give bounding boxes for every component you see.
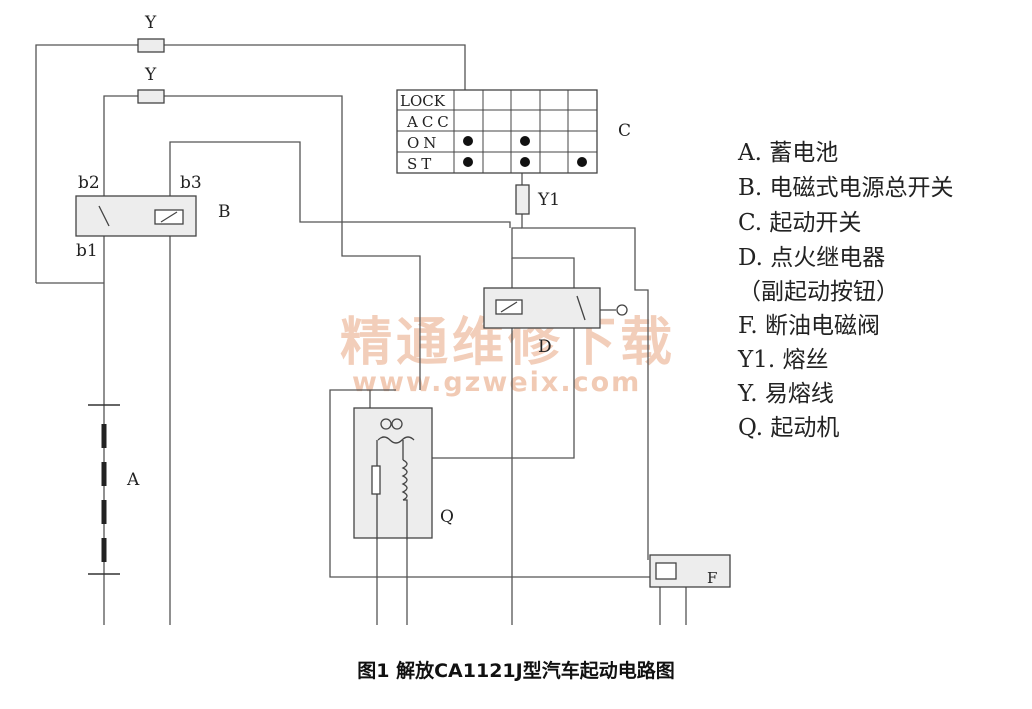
switch-row-on: ON: [407, 134, 440, 152]
button-terminal: [616, 304, 628, 316]
legend-item: F. 断油电磁阀: [738, 313, 880, 339]
wire-d-to-q: [407, 328, 575, 459]
fuse-y1-label: Y1: [537, 190, 560, 210]
ignition-relay-contact: [576, 295, 586, 321]
starter-solenoid: [371, 418, 415, 540]
wire-second-fuse-right: [164, 95, 421, 390]
contact-dot: [463, 157, 473, 167]
component-a-label: A: [126, 470, 140, 490]
component-q-label: Q: [440, 507, 454, 527]
terminal-b3-label: b3: [180, 173, 202, 193]
terminal-b1-label: b1: [76, 241, 98, 261]
legend-item: （副起动按钮）: [738, 279, 899, 305]
legend-item: Y. 易熔线: [737, 381, 834, 407]
component-d-label: D: [538, 337, 552, 357]
starter-motor-box: [353, 407, 433, 539]
switch-row-st: ST: [407, 155, 435, 173]
fuse-y-second-label: Y: [144, 65, 157, 85]
watermark-url: www.gzweix.com: [352, 367, 641, 398]
figure-caption: 图1 解放CA1121J型汽车起动电路图: [357, 659, 674, 682]
fuse-y-top-label: Y: [144, 13, 157, 33]
wire-y1-to-d: [511, 227, 575, 288]
contact-dot: [520, 136, 530, 146]
wire-y1-down: [521, 214, 649, 560]
terminal-b2-label: b2: [78, 173, 100, 193]
wire-top-fuse: [35, 44, 138, 283]
battery: [88, 404, 120, 575]
switch-row-lock: LOCK: [400, 92, 446, 110]
legend: A. 蓄电池 B. 电磁式电源总开关 C. 起动开关 D. 点火继电器 （副起动…: [737, 140, 954, 441]
legend-item: B. 电磁式电源总开关: [738, 175, 954, 201]
wire-q-loop: [329, 389, 655, 578]
start-switch-grid: LOCK ACC ON ST: [396, 89, 598, 174]
wire-top-fuse-right: [164, 44, 466, 92]
contact-dot: [463, 136, 473, 146]
legend-item: C. 起动开关: [738, 210, 861, 236]
fuse-y1: [515, 184, 530, 215]
fuel-solenoid-coil: [655, 562, 677, 580]
contact-dot: [520, 157, 530, 167]
legend-item: D. 点火继电器: [738, 245, 885, 271]
master-switch-contact: [98, 205, 110, 227]
contact-dot: [577, 157, 587, 167]
legend-item: Q. 起动机: [738, 415, 839, 441]
component-f-label: F: [707, 569, 717, 587]
fuse-y-top: [137, 38, 165, 53]
component-b-label: B: [218, 202, 231, 222]
legend-item: Y1. 熔丝: [737, 347, 828, 373]
wire-second-fuse: [103, 95, 138, 405]
component-c-label: C: [618, 121, 631, 141]
switch-row-acc: ACC: [406, 113, 453, 131]
legend-item: A. 蓄电池: [737, 140, 838, 166]
fuse-y-second: [137, 89, 165, 104]
